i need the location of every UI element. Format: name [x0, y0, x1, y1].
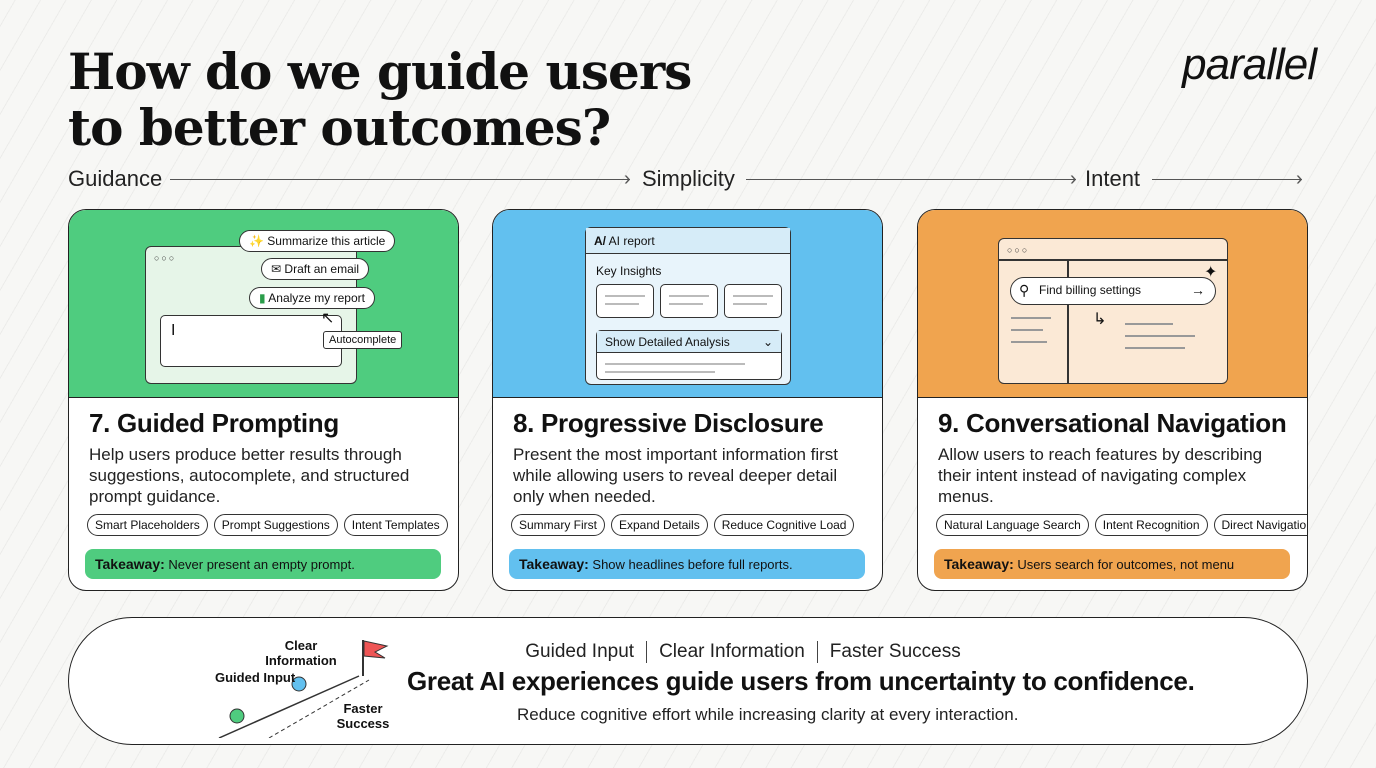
arrow-right-icon: ›	[624, 168, 631, 190]
banner-tag: Guided Input	[525, 641, 635, 663]
card-description: Allow users to reach features by describ…	[938, 445, 1263, 506]
flow-progression: Guidance › Simplicity › Intent ›	[68, 166, 1308, 194]
flag-icon	[362, 640, 389, 676]
banner-tag: Clear Information	[659, 641, 805, 663]
tag-chip: Smart Placeholders	[87, 514, 208, 536]
card-illustration: ○○○ ↳ ⚲ Find billing settings → ✦	[918, 210, 1307, 398]
expand-panel[interactable]: Show Detailed Analysis ⌄	[596, 330, 782, 380]
suggestion-summarize[interactable]: ✨ Summarize this article	[239, 230, 396, 252]
tag-chip: Natural Language Search	[936, 514, 1089, 536]
flow-label-intent: Intent	[1085, 166, 1141, 191]
card-progressive-disclosure: A/ AI report Key Insights Show Detailed …	[492, 209, 883, 591]
banner-tags: Guided Input Clear Information Faster Succ…	[407, 641, 1079, 663]
suggestion-label: Summarize this article	[267, 234, 386, 248]
report-header: A/ AI report	[586, 228, 790, 254]
card-description: Present the most important information f…	[513, 445, 839, 506]
flow-connector	[170, 179, 630, 180]
summary-banner: Guided Input Clear Information Faster Su…	[68, 617, 1308, 745]
bar-chart-icon: ▮	[259, 291, 266, 305]
tag-chip: Summary First	[511, 514, 605, 536]
mail-icon: ✉	[271, 262, 282, 276]
takeaway-text: Never present an empty prompt.	[168, 557, 355, 572]
takeaway-banner: Takeaway: Show headlines before full rep…	[509, 549, 865, 579]
brand-logo: parallel	[1182, 40, 1317, 89]
search-query: Find billing settings	[1039, 283, 1142, 297]
takeaway-text: Users search for outcomes, not menu stru…	[944, 557, 1235, 590]
search-input[interactable]: ⚲ Find billing settings →	[1010, 277, 1216, 305]
title-line-2: to better outcomes?	[68, 98, 611, 157]
label-guided-input: Guided Input	[215, 670, 296, 685]
map-pin-blue-icon	[291, 676, 307, 692]
tag-list: Smart Placeholders Prompt Suggestions In…	[87, 514, 448, 536]
takeaway-banner: Takeaway: Users search for outcomes, not…	[934, 549, 1290, 590]
prompt-input-box[interactable]: I	[160, 315, 342, 367]
report-title: AI report	[608, 234, 655, 248]
tag-chip: Intent Recognition	[1094, 514, 1208, 536]
card-title: 8. Progressive Disclosure	[513, 408, 824, 438]
search-icon: ⚲	[1019, 282, 1030, 298]
insight-card	[596, 284, 654, 318]
card-description: Help users produce better results throug…	[89, 445, 410, 506]
arrow-turn-icon: ↳	[1093, 311, 1107, 328]
tag-list: Natural Language Search Intent Recogniti…	[936, 514, 1307, 536]
key-insights-label: Key Insights	[596, 264, 662, 278]
tag-chip: Intent Templates	[343, 514, 448, 536]
title-line-1: How do we guide users	[68, 42, 692, 101]
chevron-down-icon: ⌄	[762, 335, 773, 349]
banner-tag: Faster Success	[829, 641, 961, 663]
suggestion-analyze[interactable]: ▮ Analyze my report	[249, 287, 375, 309]
flow-label-simplicity: Simplicity	[642, 166, 735, 191]
takeaway-text: Show headlines before full reports.	[592, 557, 793, 572]
tag-chip: Reduce Cognitive Load	[713, 514, 855, 536]
expand-label: Show Detailed Analysis	[605, 335, 730, 349]
card-guided-prompting: ○○○ I ✨ Summarize this article ✉ Draft a…	[68, 209, 459, 591]
banner-headline: Great AI experiences guide users from un…	[407, 666, 1195, 696]
flow-connector	[746, 179, 1076, 180]
flow-label-guidance: Guidance	[68, 166, 163, 191]
takeaway-label: Takeaway:	[519, 556, 589, 572]
card-conversational-navigation: ○○○ ↳ ⚲ Find billing settings → ✦ 9. Con…	[917, 209, 1308, 591]
takeaway-banner: Takeaway: Never present an empty prompt.	[85, 549, 441, 579]
label-clear-information: Clear Information	[265, 638, 337, 668]
suggestion-label: Analyze my report	[268, 291, 365, 305]
expand-toggle[interactable]: Show Detailed Analysis ⌄	[597, 331, 781, 353]
tag-chip: Expand Details	[611, 514, 708, 536]
mouse-pointer-icon: ↖	[321, 310, 335, 327]
banner-subtext: Reduce cognitive effort while increasing…	[517, 705, 1019, 724]
arrow-right-icon: ›	[1070, 168, 1077, 190]
mock-window: ○○○ ↳	[998, 238, 1228, 384]
takeaway-label: Takeaway:	[944, 556, 1014, 572]
card-title: 7. Guided Prompting	[89, 408, 339, 438]
flow-connector	[1152, 179, 1302, 180]
card-illustration: ○○○ I ✨ Summarize this article ✉ Draft a…	[69, 210, 458, 398]
card-illustration: A/ AI report Key Insights Show Detailed …	[493, 210, 882, 398]
sparkle-icon: ✦	[1204, 264, 1218, 281]
arrow-right-icon: →	[1191, 282, 1205, 298]
autocomplete-tooltip: Autocomplete	[323, 331, 403, 349]
insight-card	[660, 284, 718, 318]
arrow-right-icon: ›	[1296, 168, 1303, 190]
window-dots-icon: ○○○	[1007, 245, 1030, 255]
suggestion-label: Draft an email	[284, 262, 360, 276]
tag-list: Summary First Expand Details Reduce Cogn…	[511, 514, 855, 536]
tag-chip: Prompt Suggestions	[213, 514, 338, 536]
page-title: How do we guide users to better outcomes…	[68, 42, 692, 157]
journey-illustration	[218, 640, 389, 738]
takeaway-label: Takeaway:	[95, 556, 165, 572]
label-faster-success: Faster Success	[336, 701, 390, 731]
card-title: 9. Conversational Navigation	[938, 408, 1287, 438]
ai-icon: A/	[594, 234, 606, 248]
text-cursor-icon: I	[171, 322, 176, 339]
suggestion-email[interactable]: ✉ Draft an email	[261, 258, 370, 280]
mock-window: A/ AI report Key Insights Show Detailed …	[585, 227, 791, 385]
insight-card	[724, 284, 782, 318]
sparkle-icon: ✨	[249, 234, 264, 248]
tag-chip: Direct Navigation	[1213, 514, 1307, 536]
map-pin-green-icon	[229, 708, 245, 724]
window-dots-icon: ○○○	[154, 253, 177, 263]
